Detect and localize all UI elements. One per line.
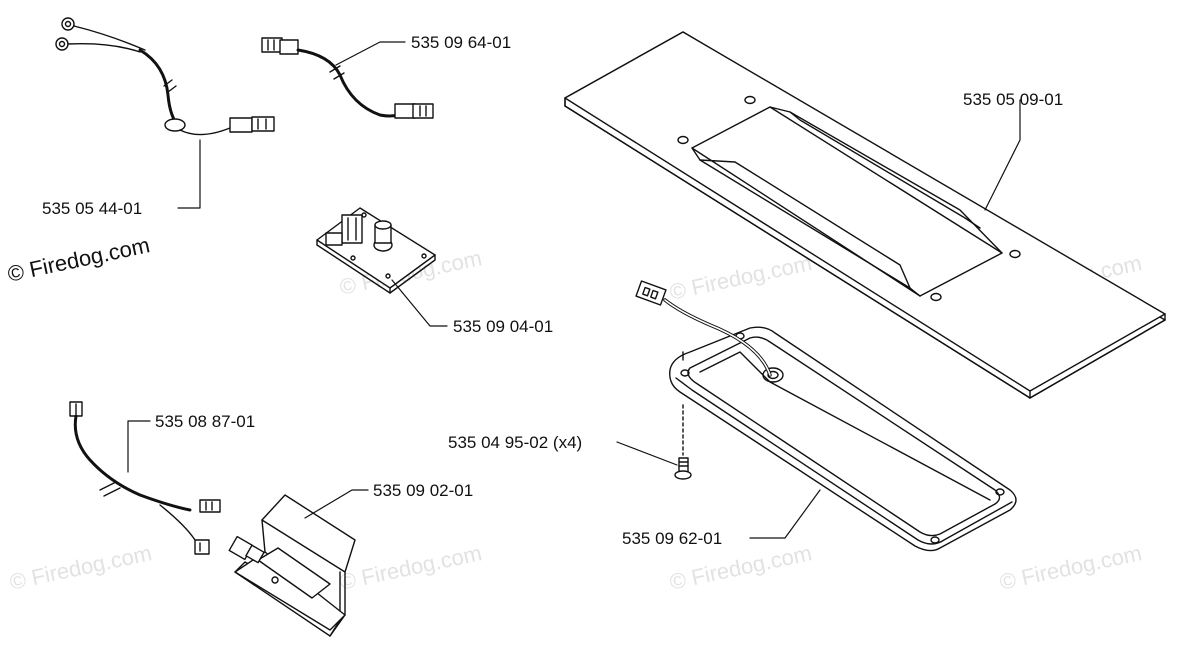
part-label-circuit-board: 535 09 04-01 (453, 317, 554, 336)
part-label-screw: 535 04 95-02 (x4) (448, 433, 583, 452)
lamp-housing (635, 280, 1017, 552)
part-label-cover-plate: 535 05 09-01 (963, 90, 1064, 109)
circuit-board (316, 207, 436, 294)
wire-harness-long (69, 401, 221, 555)
part-label-wire-harness-short: 535 09 64-01 (411, 33, 512, 52)
part-label-lamp-housing: 535 09 62-01 (622, 529, 723, 548)
switch-bracket (228, 494, 356, 637)
leader-lines (127, 41, 1021, 539)
screw (674, 404, 692, 480)
part-label-wire-harness-ring: 535 05 44-01 (42, 199, 143, 218)
wire-harness-ring-terminals (55, 17, 275, 136)
wire-harness-short (261, 37, 434, 119)
part-label-wire-harness-long: 535 08 87-01 (155, 412, 256, 431)
part-label-switch-bracket: 535 09 02-01 (373, 481, 474, 500)
cover-plate (564, 31, 1166, 399)
